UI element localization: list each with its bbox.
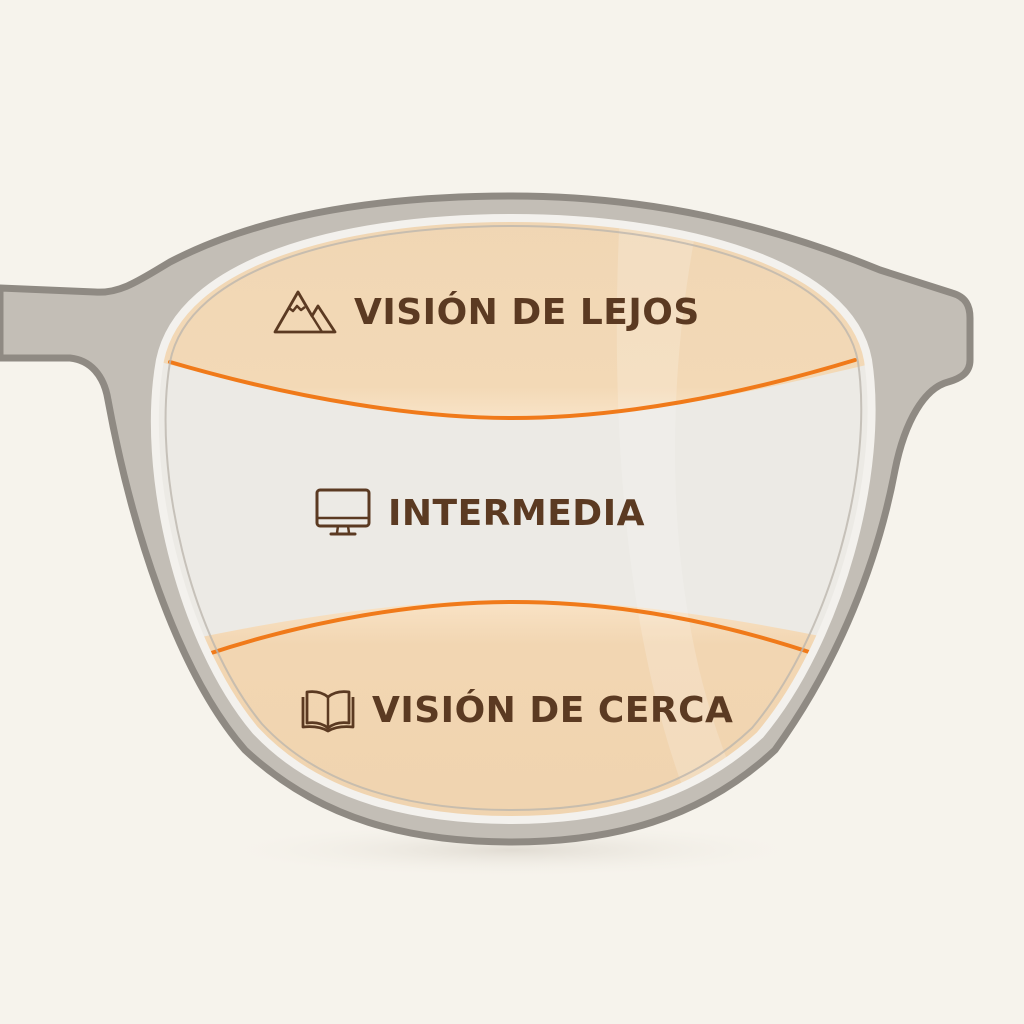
near-vision-label: VISIÓN DE CERCA	[300, 687, 733, 733]
near-vision-text: VISIÓN DE CERCA	[372, 689, 734, 731]
mountain-icon	[272, 288, 338, 336]
monitor-icon	[314, 487, 372, 539]
open-book-icon	[300, 687, 356, 733]
far-vision-label: VISIÓN DE LEJOS	[272, 288, 700, 336]
far-vision-text: VISIÓN DE LEJOS	[354, 291, 700, 333]
lower-boundary-line	[203, 599, 820, 657]
intermediate-vision-label: INTERMEDIA	[314, 487, 645, 539]
drop-shadow	[212, 822, 812, 878]
far-zone	[154, 218, 872, 420]
upper-boundary-line	[168, 358, 857, 421]
lens-bevel	[150, 213, 876, 825]
intermediate-vision-text: INTERMEDIA	[388, 492, 645, 534]
near-zone	[154, 600, 872, 820]
